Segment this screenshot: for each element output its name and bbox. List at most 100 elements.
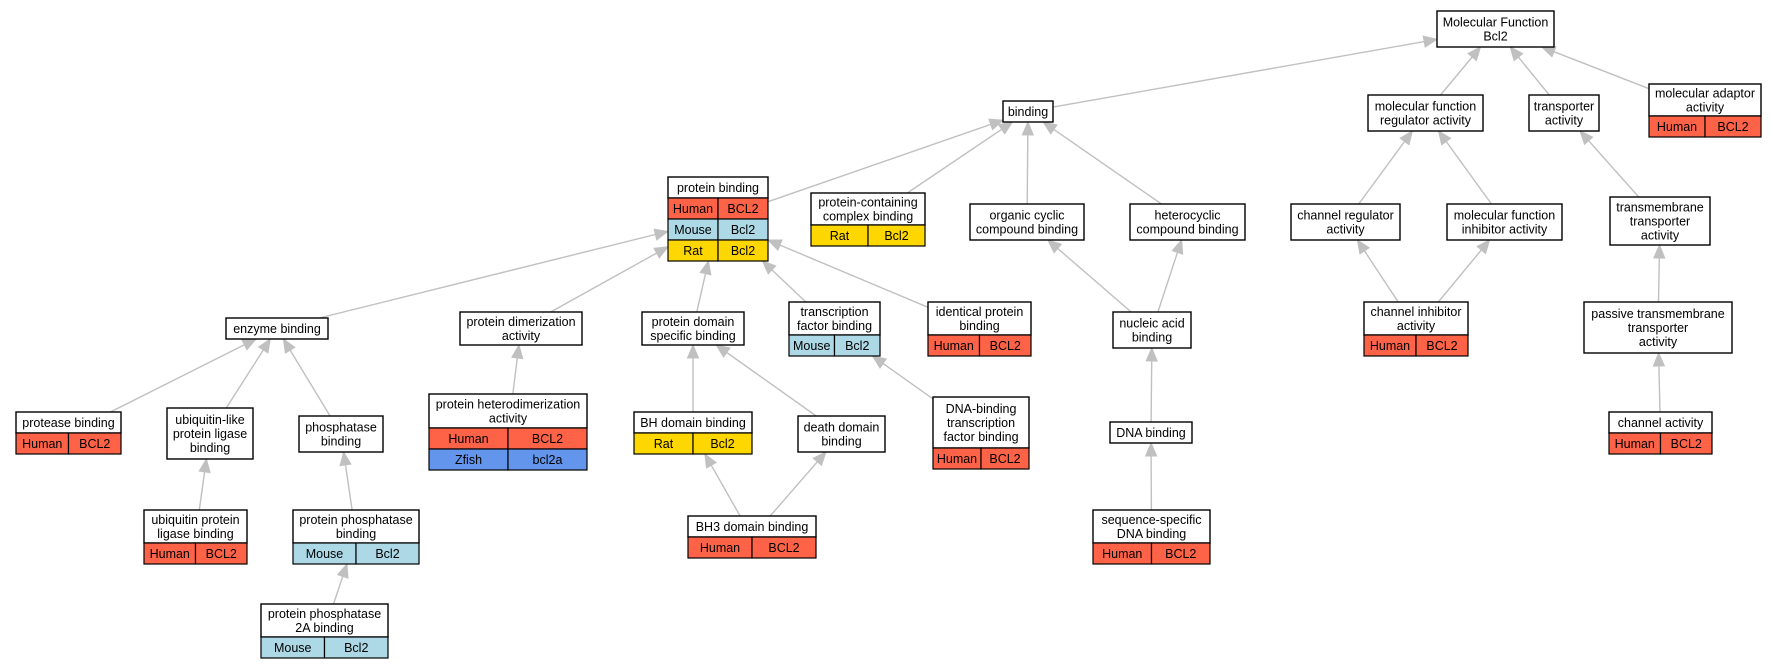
edge-ssdna-to-dnab	[1144, 441, 1158, 511]
species-label: Rat	[683, 244, 703, 258]
arrowhead-icon	[1399, 129, 1414, 146]
term-label-line: 2A binding	[295, 621, 353, 635]
term-box	[225, 317, 329, 340]
term-label-line: ligase binding	[157, 527, 233, 541]
edge-line	[1657, 257, 1660, 303]
arrowhead-icon	[1476, 239, 1491, 255]
species-label: Human	[700, 541, 740, 555]
term-label-line: activity	[1545, 114, 1584, 128]
gene-cell	[1704, 115, 1762, 138]
species-label: Mouse	[793, 339, 831, 353]
gene-label: BCL2	[768, 541, 799, 555]
arrowhead-icon	[653, 246, 670, 259]
edge-line	[1026, 134, 1029, 205]
go-term-binding[interactable]: binding	[1002, 100, 1054, 123]
edge-line	[1052, 40, 1425, 108]
gene-cell	[323, 636, 389, 659]
edge-line	[1157, 252, 1179, 313]
term-label-line: transporter	[1534, 100, 1594, 114]
term-label-line: binding	[821, 435, 861, 449]
term-label-line: binding	[1008, 105, 1048, 119]
go-term-dnab[interactable]: DNA binding	[1109, 421, 1193, 444]
edge-pp2a-to-ppb	[332, 562, 349, 605]
species-label: Human	[22, 437, 62, 451]
term-box	[797, 415, 886, 453]
edge-line	[882, 362, 934, 400]
term-label-line: protein domain	[652, 315, 735, 329]
term-label-line: channel activity	[1618, 416, 1704, 430]
arrowhead-icon	[761, 260, 777, 275]
gene-label: Bcl2	[344, 641, 368, 655]
term-label-line: regulator activity	[1380, 114, 1472, 128]
term-box	[292, 509, 420, 544]
term-box	[932, 396, 1030, 449]
term-label-line: BH3 domain binding	[696, 520, 809, 534]
gene-label: BCL2	[1426, 339, 1457, 353]
term-label-line: transporter	[1628, 321, 1688, 335]
term-label-line: protein ligase	[173, 427, 247, 441]
species-label: Human	[150, 547, 190, 561]
go-term-enzyme[interactable]: enzyme binding	[225, 317, 329, 340]
edge-line	[1437, 249, 1482, 303]
term-label-line: compound binding	[976, 223, 1078, 237]
term-box	[1129, 203, 1246, 241]
term-box	[1609, 196, 1711, 246]
gene-cell	[355, 542, 420, 565]
species-label: Mouse	[674, 223, 712, 237]
gene-label: bcl2a	[533, 453, 563, 467]
edge-line	[344, 464, 353, 511]
term-box	[459, 311, 583, 346]
gene-label: BCL2	[206, 547, 237, 561]
term-label-line: DNA binding	[1116, 426, 1186, 440]
term-label-line: organic cyclic	[989, 209, 1064, 223]
term-box	[143, 509, 248, 544]
gene-cell	[1415, 334, 1469, 357]
arrowhead-icon	[766, 239, 783, 251]
edge-dimer-to-protbind	[550, 246, 670, 313]
species-label: Rat	[830, 229, 850, 243]
term-box	[166, 407, 254, 460]
term-label-line: passive transmembrane	[1591, 307, 1724, 321]
arrowhead-icon	[1021, 120, 1035, 136]
edge-line	[1439, 56, 1473, 96]
edge-nab-to-occb	[1046, 239, 1132, 313]
term-box	[1290, 203, 1401, 241]
gene-cell	[67, 432, 122, 455]
term-label-line: protein-containing	[818, 196, 917, 210]
edge-line	[906, 128, 1003, 194]
term-label-line: protein phosphatase	[299, 513, 412, 527]
term-box	[1363, 301, 1469, 336]
term-label-line: channel regulator	[1297, 209, 1394, 223]
